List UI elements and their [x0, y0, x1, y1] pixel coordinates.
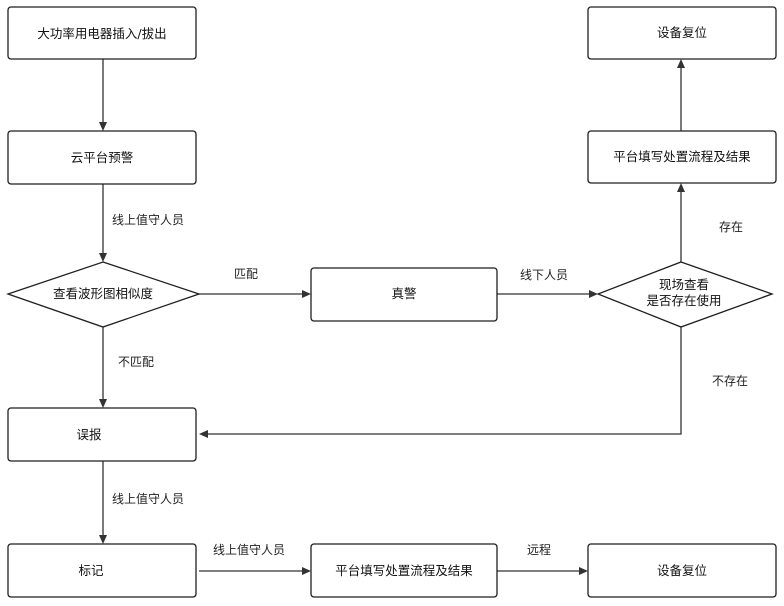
edge-label-online-staff-2: 线上值守人员	[112, 491, 184, 506]
node-mark: 标记	[7, 543, 197, 598]
edge-cloud-to-compare	[99, 184, 107, 262]
edge-false-to-mark	[99, 461, 107, 544]
edge-label-online-staff-3: 线上值守人员	[213, 542, 285, 557]
node-reset-top: 设备复位	[587, 6, 777, 60]
node-plug-event-text: 大功率用电器插入/拔出	[37, 26, 166, 41]
node-site-check-text-line1: 现场查看	[659, 277, 709, 292]
node-fill-process-bottom: 平台填写处置流程及结果	[310, 543, 498, 598]
edge-site-to-fill-top	[677, 183, 685, 262]
edge-label-online-staff-1: 线上值守人员	[112, 212, 184, 227]
node-reset-top-text: 设备复位	[657, 25, 707, 40]
node-false-alarm-text: 误报	[76, 427, 102, 442]
node-reset-bottom: 设备复位	[587, 543, 777, 598]
edge-label-not-exists: 不存在	[712, 374, 748, 388]
edge-plug-to-cloud	[99, 59, 107, 131]
node-cloud-alert: 云平台预警	[7, 130, 197, 185]
edge-compare-to-false	[99, 327, 107, 408]
node-fill-process-top: 平台填写处置流程及结果	[587, 130, 777, 184]
node-reset-bottom-text: 设备复位	[657, 563, 707, 578]
node-fill-process-top-text: 平台填写处置流程及结果	[613, 149, 751, 164]
edge-label-no-match: 不匹配	[118, 355, 154, 369]
node-true-alarm: 真警	[310, 267, 498, 322]
node-site-check-text-line2: 是否存在使用	[646, 293, 721, 308]
node-false-alarm: 误报	[7, 407, 197, 462]
edge-label-match: 匹配	[234, 267, 258, 281]
edge-site-to-false	[199, 327, 682, 438]
edge-mark-to-fill-bottom	[199, 567, 311, 575]
edge-label-remote: 远程	[527, 542, 551, 557]
edge-label-offline-staff: 线下人员	[520, 268, 568, 282]
node-compare-waveform: 查看波形图相似度	[5, 261, 202, 328]
node-fill-process-bottom-text: 平台填写处置流程及结果	[335, 563, 473, 578]
edge-label-exists: 存在	[719, 220, 743, 234]
edge-compare-to-true	[199, 290, 311, 298]
node-plug-event: 大功率用电器插入/拔出	[7, 6, 197, 60]
node-compare-waveform-text: 查看波形图相似度	[53, 286, 154, 301]
edge-fill-top-to-reset	[677, 59, 685, 131]
node-site-check: 现场查看 是否存在使用	[596, 261, 774, 328]
edge-fill-bottom-to-reset	[497, 567, 588, 575]
node-true-alarm-text: 真警	[391, 286, 416, 301]
edge-true-to-site	[497, 290, 598, 298]
node-mark-text: 标记	[78, 563, 104, 578]
node-cloud-alert-text: 云平台预警	[71, 150, 134, 165]
